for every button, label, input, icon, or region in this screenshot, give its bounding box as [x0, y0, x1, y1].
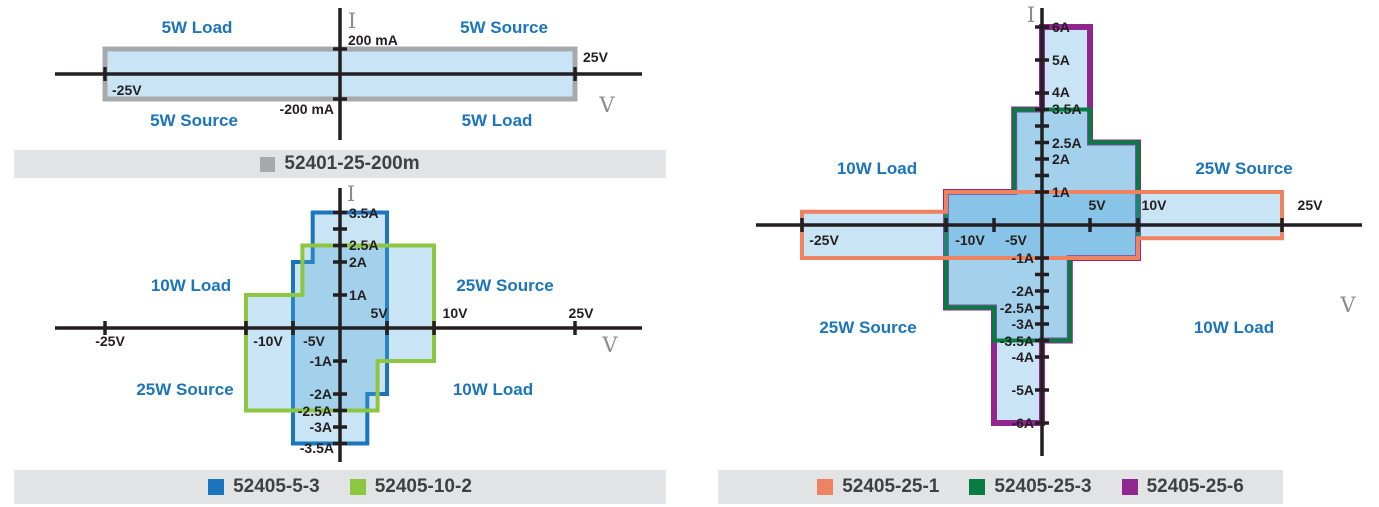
legend-label: 52405-25-6: [1146, 476, 1244, 497]
quadrant-label: 5W Load: [162, 18, 233, 37]
v-tick-label: 25V: [1298, 197, 1324, 213]
quadrant-label: 25W Source: [819, 318, 916, 337]
quadrant-label: 5W Source: [150, 111, 238, 130]
i-tick-label: -6A: [1011, 415, 1034, 431]
i-axis-letter: I: [1027, 3, 1035, 27]
i-tick-label: 6A: [1052, 19, 1070, 35]
v-tick-label: 25V: [583, 49, 609, 65]
legend-swatch-darkgreen: [969, 479, 986, 495]
i-tick-label: 2A: [349, 254, 367, 270]
i-tick-label: -3.5A: [300, 440, 334, 456]
v-tick-label: -5V: [303, 333, 325, 349]
v-tick-label: -25V: [112, 82, 142, 98]
v-tick-label: -25V: [809, 232, 839, 248]
i-tick-label: -1A: [309, 353, 332, 369]
i-tick-label: -4A: [1011, 349, 1034, 365]
legend-52401: 52401-25-200m: [14, 150, 666, 178]
i-tick-label: -3A: [309, 419, 332, 435]
i-tick-label: -5A: [1011, 382, 1034, 398]
legend-label: 52405-25-3: [994, 476, 1092, 497]
i-tick-label: -3.5A: [1000, 333, 1034, 349]
i-tick-label: 200 mA: [348, 32, 398, 48]
i-axis-letter: I: [348, 9, 356, 33]
i-tick-label: 2.5A: [1052, 135, 1082, 151]
quadrant-label: 10W Load: [1194, 318, 1274, 337]
i-tick-label: -200 mA: [280, 101, 334, 117]
legend-item: 52405-25-1: [817, 476, 939, 498]
legend-swatch-gray: [260, 156, 276, 172]
quadrant-label: 25W Source: [136, 380, 233, 399]
v-tick-label: 25V: [569, 305, 595, 321]
quadrant-label: 10W Load: [837, 159, 917, 178]
legend-52405-low: 52405-5-3 52405-10-2: [14, 470, 666, 504]
legend-label: 52401-25-200m: [284, 153, 420, 174]
i-tick-label: 5A: [1052, 52, 1070, 68]
legend-label: 52405-10-2: [374, 476, 472, 497]
quadrant-label: 10W Load: [151, 276, 231, 295]
i-tick-label: 3.5A: [349, 205, 379, 221]
i-tick-label: -2.5A: [1000, 300, 1034, 316]
legend-item: 52405-25-3: [969, 476, 1092, 498]
v-axis-letter: V: [1339, 293, 1356, 317]
legend-label: 52405-25-1: [842, 476, 940, 497]
legend-label: 52405-5-3: [233, 476, 320, 497]
legend-swatch-lightgreen: [349, 479, 366, 495]
legend-item: 52405-10-2: [349, 476, 472, 498]
v-tick-label: -5V: [1005, 232, 1027, 248]
i-tick-label: 2.5A: [349, 237, 379, 253]
legend-item: 52401-25-200m: [260, 153, 420, 175]
legend-swatch-orange: [817, 479, 834, 495]
i-tick-label: -2.5A: [298, 403, 332, 419]
i-tick-label: 3.5A: [1052, 101, 1082, 117]
i-tick-label: -2A: [309, 386, 332, 402]
i-tick-label: 1A: [349, 287, 367, 303]
quadrant-label: 5W Load: [462, 111, 533, 130]
v-tick-label: 5V: [1088, 197, 1106, 213]
i-tick-label: -1A: [1011, 250, 1034, 266]
legend-52405-25: 52405-25-1 52405-25-3 52405-25-6: [718, 470, 1283, 504]
i-axis-letter: I: [347, 182, 355, 206]
v-tick-label: 10V: [1142, 197, 1168, 213]
v-tick-label: -25V: [95, 333, 125, 349]
v-tick-label: 5V: [370, 305, 388, 321]
quadrant-label: 25W Source: [1195, 159, 1292, 178]
i-tick-label: 1A: [1052, 184, 1070, 200]
legend-item: 52405-5-3: [208, 476, 320, 498]
v-tick-label: 10V: [443, 305, 469, 321]
v-axis-letter: V: [601, 333, 618, 357]
i-tick-label: -2A: [1011, 283, 1034, 299]
v-tick-label: -10V: [253, 333, 283, 349]
quadrant-label: 25W Source: [456, 276, 553, 295]
legend-swatch-purple: [1121, 479, 1138, 495]
quadrant-label: 10W Load: [453, 380, 533, 399]
i-tick-label: 4A: [1052, 84, 1070, 100]
quadrant-label: 5W Source: [460, 18, 548, 37]
i-tick-label: 2A: [1052, 151, 1070, 167]
i-tick-label: -3A: [1011, 316, 1034, 332]
legend-swatch-blue: [208, 479, 225, 495]
legend-item: 52405-25-6: [1121, 476, 1244, 498]
v-tick-label: -10V: [955, 232, 985, 248]
v-axis-letter: V: [598, 93, 615, 117]
